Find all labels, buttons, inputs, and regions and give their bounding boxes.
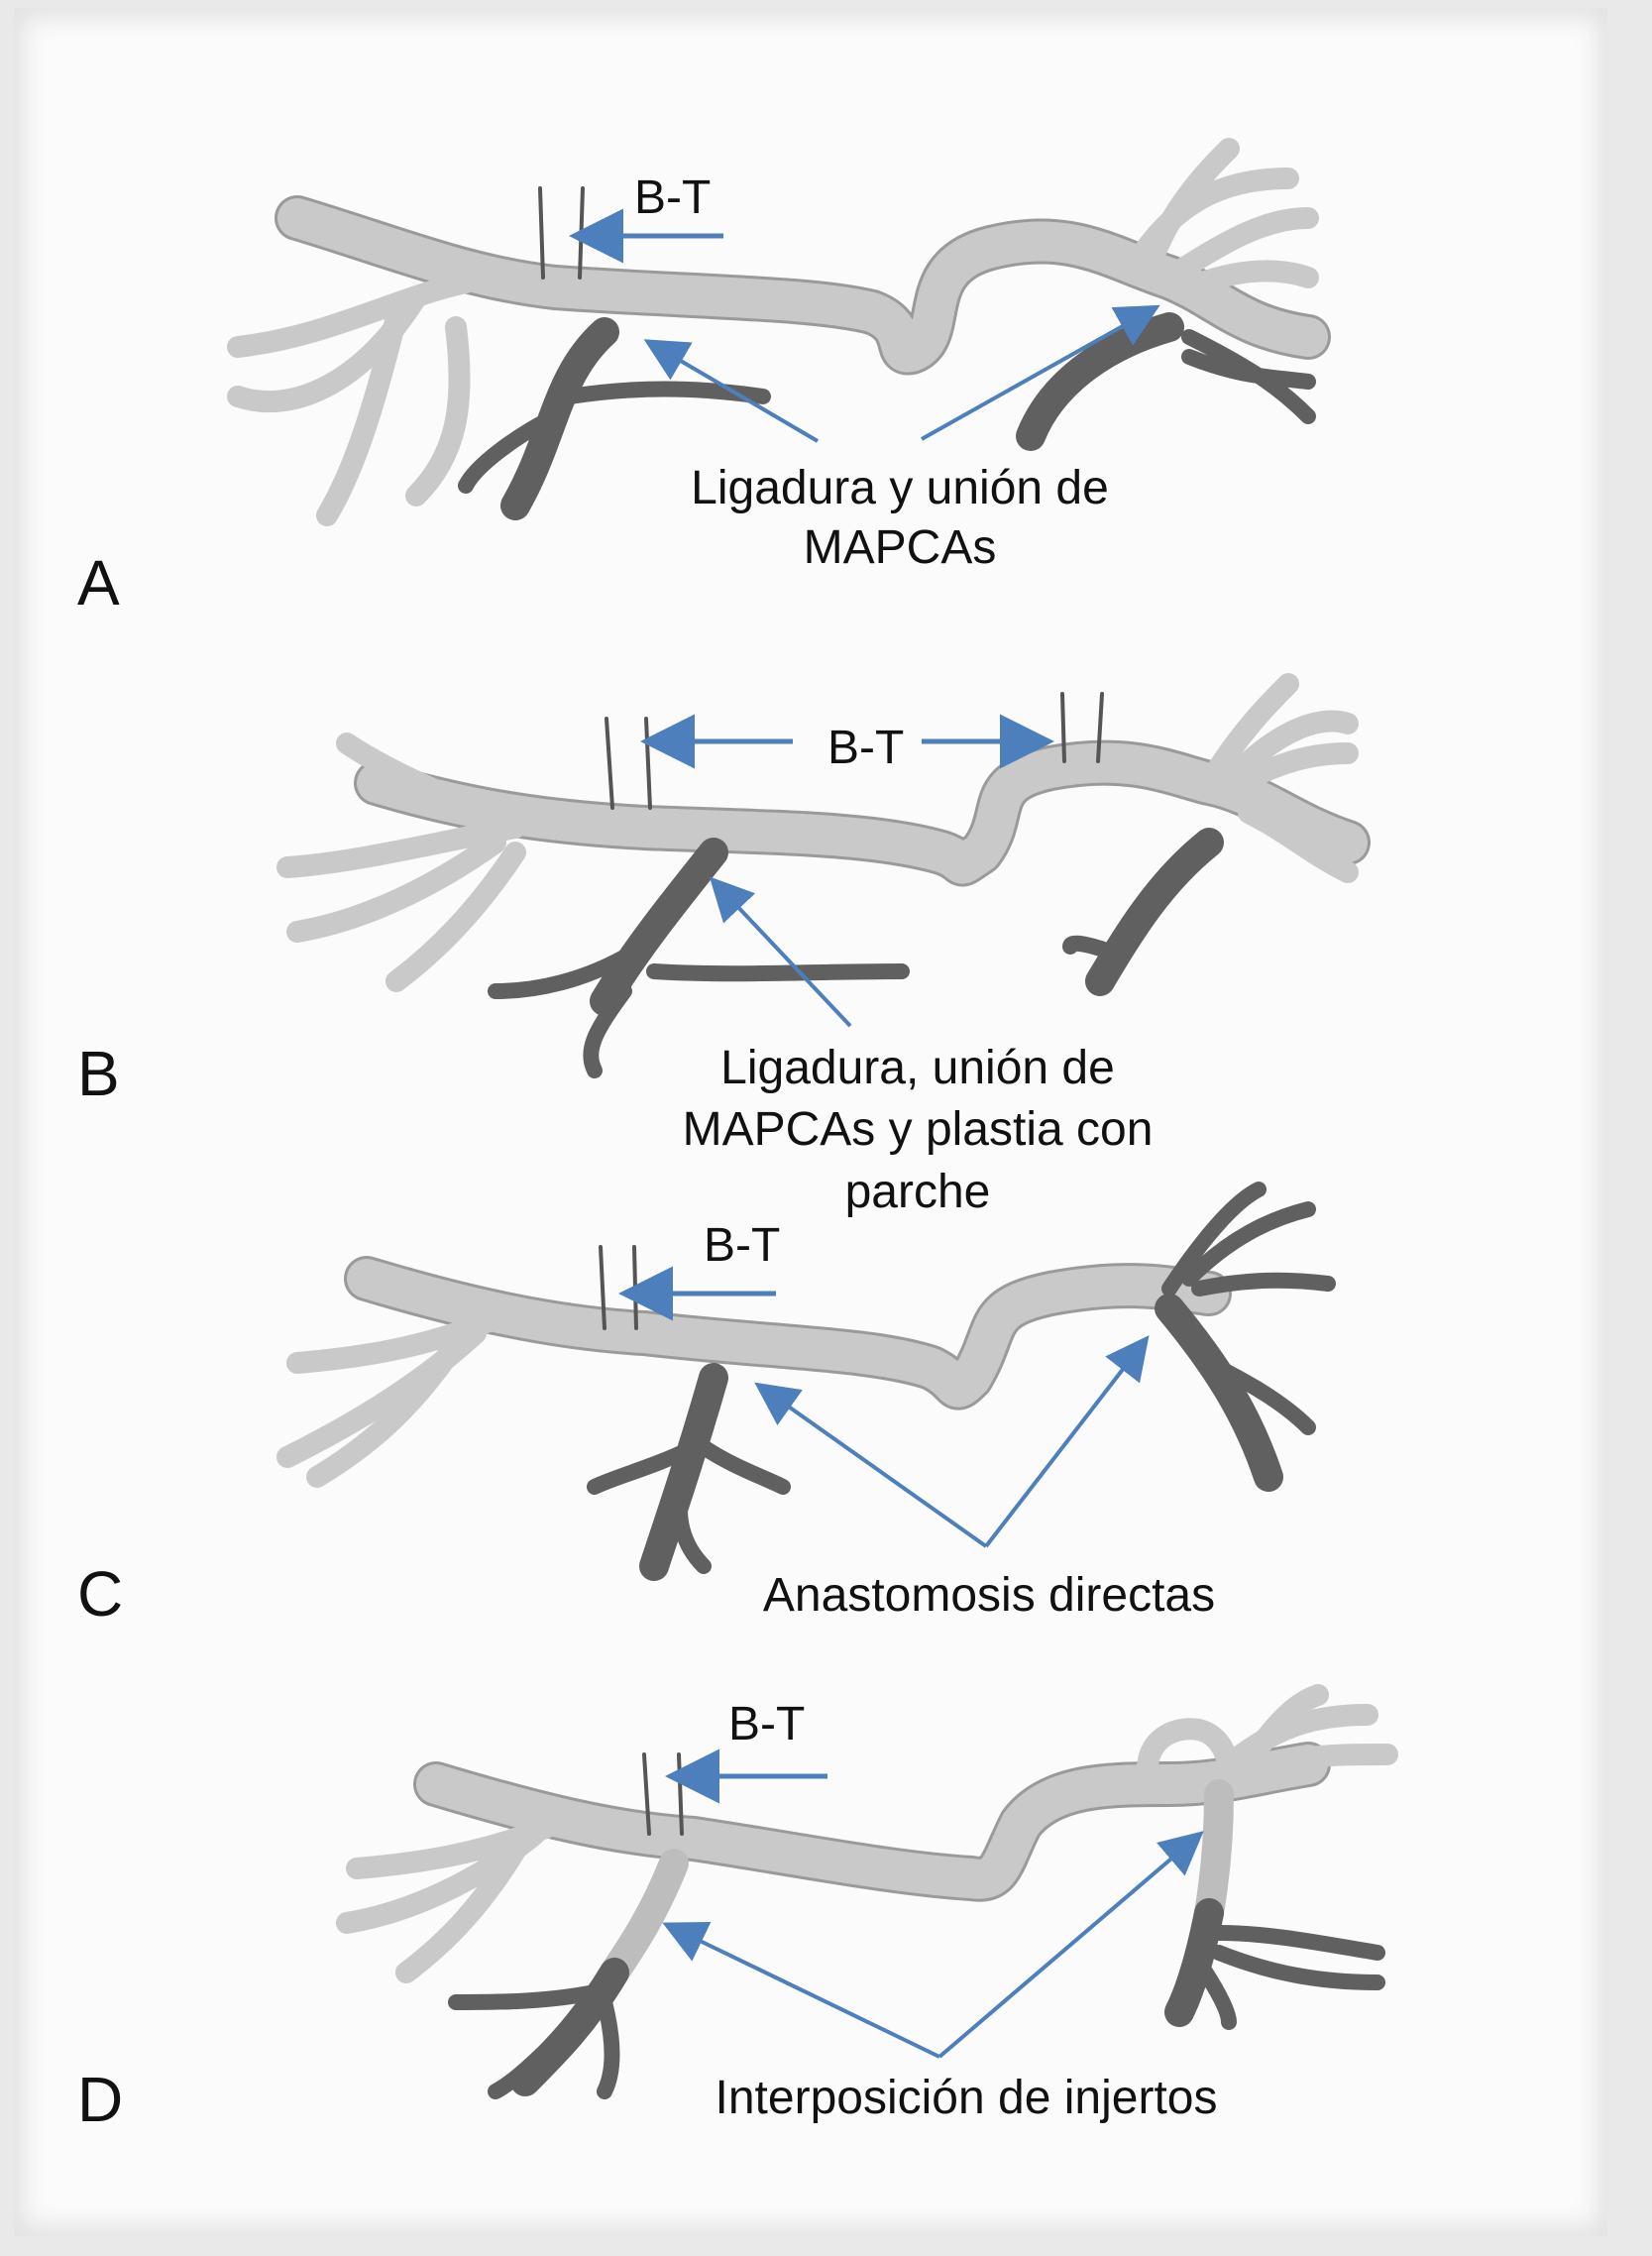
panel-d-mapca-right	[1164, 1898, 1224, 2027]
panel-b-caption-line-2: MAPCAs y plastia con	[683, 1103, 1154, 1156]
panel-c-mapcas	[587, 1182, 1336, 1581]
panel-a-letter: A	[77, 547, 120, 619]
panel-d-pulmonary-artery	[336, 1684, 1398, 1987]
panel-d-graft-right	[1194, 1779, 1234, 1928]
panel-a-mapca-right	[1016, 312, 1184, 451]
panel-a-right-branch-2	[1158, 207, 1319, 288]
panel-b-left-branch-2	[286, 832, 506, 943]
panel-b-right-branch-1	[1198, 673, 1299, 794]
panel-d-mapca-left-branch-1	[448, 1984, 603, 2010]
panel-a-right-branch-3	[1178, 260, 1319, 298]
panel-b-mapca-right-branch	[1062, 935, 1118, 959]
panel-d-graft-left	[600, 1849, 689, 1987]
panel-b-bt-shunt-left-right-wall	[644, 717, 652, 810]
panel-c-mapca-right-branch-2	[1191, 1272, 1336, 1297]
panel-b-mapcas	[488, 828, 1224, 1078]
panel-b-pulmonary-artery	[276, 673, 1371, 992]
panel-d-right-branch-2	[1238, 1744, 1398, 1785]
panel-c: B-T Anastomosis directas C	[77, 1182, 1336, 1630]
panel-c-mapca-left	[639, 1363, 728, 1581]
panel-a-ligation-arrow-right	[921, 304, 1160, 441]
panel-d-mapcas	[448, 1898, 1385, 2099]
panel-d-mapca-right-branch-1	[1211, 1925, 1385, 1961]
panel-a-bt-shunt-right-wall	[578, 186, 585, 280]
panel-b-bt-shunt-right-right-wall	[1096, 692, 1104, 763]
panel-c-bt-shunt-right-wall	[632, 1245, 638, 1330]
panel-d-right-branch-3	[1218, 1704, 1378, 1775]
panel-a-left-branch-1	[227, 272, 477, 358]
panel-a-mapca-left-branch-1	[458, 408, 563, 494]
panel-b-letter: B	[77, 1038, 120, 1109]
panel-c-mapca-left-branch-1	[587, 1439, 702, 1495]
panel-a-caption-line-1: Ligadura y unión de	[691, 462, 1109, 514]
panel-a-left-branch-3	[316, 306, 407, 526]
panel-c-mapca-right-branch-1	[1181, 1201, 1316, 1287]
panel-d-graft-arrow-right	[937, 1831, 1204, 2059]
panel-b-caption-line-1: Ligadura, unión de	[720, 1042, 1115, 1094]
panel-b-bt-shunt-right-left-wall	[1060, 692, 1066, 763]
panel-b-mapca-right	[1085, 828, 1224, 996]
panel-d-graft-arrow-left	[662, 1922, 940, 2059]
panel-d-caption-line-1: Interposición de injertos	[716, 2072, 1218, 2124]
panel-b-left-branch-4	[336, 733, 477, 814]
panel-a-mapca-right-branch-2	[1181, 349, 1316, 390]
panel-a: B-T Ligadura y unión de MAPCAs A	[77, 138, 1331, 619]
panel-c-pulmonary-artery	[276, 1245, 1232, 1488]
panel-a-right-branch-4	[1129, 168, 1299, 269]
panel-d: B-T Interposición de injertos D	[77, 1684, 1398, 2135]
panel-d-main-trunk	[416, 1745, 1328, 1899]
panel-d-mapca-left-branch-3	[488, 2004, 593, 2099]
panel-b-caption-line-3: parche	[845, 1166, 991, 1218]
panel-a-pulmonary-artery	[227, 138, 1331, 526]
panel-d-mapca-right-branch-2	[1211, 1945, 1385, 1990]
panel-d-graft-right-loop	[1137, 1718, 1240, 1795]
panel-b-right-branch-4	[1208, 710, 1359, 804]
panel-d-bt-label: B-T	[728, 1698, 805, 1750]
panel-c-mapca-right-branch-3	[1211, 1360, 1316, 1435]
panel-c-left-branch-3	[306, 1317, 477, 1488]
panel-c-mapca-right-branch-4	[1161, 1182, 1267, 1297]
panel-d-letter: D	[77, 2064, 123, 2135]
panel-c-main-trunk	[347, 1259, 1229, 1407]
panel-b-bt-shunt-left-left-wall	[605, 717, 614, 810]
panel-b-ligation-arrow	[709, 876, 852, 1028]
panel-c-mapca-right	[1155, 1294, 1283, 1492]
panel-b-bt-label: B-T	[827, 722, 904, 774]
panel-c-bt-shunt-left-wall	[599, 1245, 606, 1330]
panel-d-mapca-right-branch-3	[1191, 1955, 1237, 2030]
panel-a-ligation-arrow-left	[643, 339, 820, 443]
panel-c-mapca-left-branch-2	[696, 1439, 791, 1495]
panel-d-mapca-left-branch-2	[597, 1994, 620, 2099]
panel-a-bt-label: B-T	[634, 171, 711, 224]
panel-c-letter: C	[77, 1558, 123, 1630]
panel-d-left-branch-3	[395, 1823, 536, 1983]
panel-b-mapca-left-branch-3	[583, 983, 632, 1078]
panel-b: B-T Ligadura, unión de MAPCAs y plastia …	[77, 673, 1371, 1218]
panel-b-mapca-left	[590, 838, 728, 1016]
panel-d-bt-shunt-left-wall	[642, 1752, 651, 1836]
panel-a-caption-line-2: MAPCAs	[804, 521, 997, 574]
panel-b-mapca-left-branch-1	[488, 944, 642, 999]
panel-b-left-branch-3	[385, 842, 526, 992]
panel-c-caption-line-1: Anastomosis directas	[763, 1569, 1215, 1622]
panel-c-anastomosis-arrow-left	[754, 1382, 988, 1548]
panel-c-bt-label: B-T	[704, 1219, 780, 1272]
panel-b-mapca-left-branch-2	[646, 963, 910, 982]
panel-c-mapca-left-branch-3	[672, 1479, 712, 1574]
panel-b-left-branch-1	[276, 817, 526, 878]
panel-a-bt-shunt-left-wall	[538, 186, 545, 280]
panel-c-anastomosis-arrow-right	[984, 1335, 1150, 1548]
panel-b-right-branch-3	[1238, 802, 1359, 883]
panel-a-left-branch-4	[405, 316, 471, 507]
